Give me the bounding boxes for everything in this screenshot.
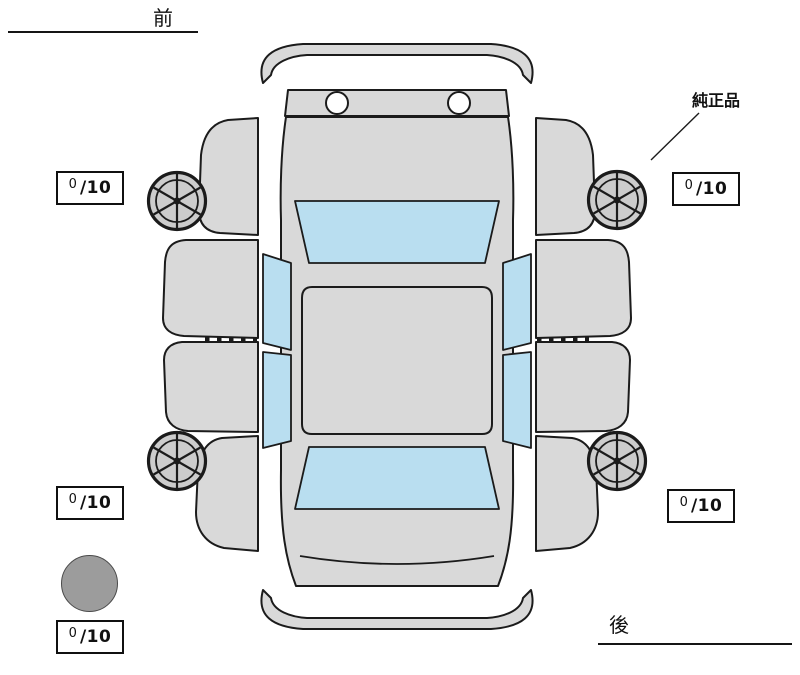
tread-max: /10 <box>79 627 112 647</box>
rear-underline <box>598 643 792 645</box>
genuine-parts-pointer-line <box>650 112 700 161</box>
tread-depth-rear-left: 0 /10 <box>56 486 124 520</box>
front-label: 前 <box>153 6 173 30</box>
cowl-circle-left <box>325 91 349 115</box>
rear-label: 後 <box>609 613 629 637</box>
rear-window-glass <box>294 446 500 510</box>
tread-depth-rear-right: 0 /10 <box>667 489 735 523</box>
tread-max: /10 <box>79 493 112 513</box>
front-underline <box>8 31 198 33</box>
front-bumper <box>260 43 534 84</box>
tread-max: /10 <box>690 496 723 516</box>
tread-max: /10 <box>695 179 728 199</box>
tread-max: /10 <box>79 178 112 198</box>
trunk-seam-line <box>299 555 495 565</box>
fender-front-left <box>198 117 259 236</box>
wheel-front-right-icon <box>586 169 648 231</box>
wheel-rear-left-icon <box>146 430 208 492</box>
tread-value: 0 <box>68 625 77 641</box>
wheel-front-left-icon <box>146 170 208 232</box>
tread-value: 0 <box>68 176 77 192</box>
door-front-left <box>162 239 259 339</box>
roof-panel <box>301 286 493 435</box>
door-rear-left <box>163 341 259 433</box>
genuine-parts-label: 純正品 <box>692 91 741 110</box>
door-window-rear-left <box>262 351 292 449</box>
tread-value: 0 <box>684 177 693 193</box>
fender-front-right <box>535 117 596 236</box>
tread-depth-front-right: 0 /10 <box>672 172 740 206</box>
tread-value: 0 <box>68 491 77 507</box>
spare-tire-icon <box>61 555 118 612</box>
door-front-right <box>535 239 632 339</box>
cowl-circle-right <box>447 91 471 115</box>
rear-bumper <box>260 589 534 630</box>
tread-depth-front-left: 0 /10 <box>56 171 124 205</box>
fender-rear-left <box>195 435 259 552</box>
tread-value: 0 <box>679 494 688 510</box>
door-rear-right <box>535 341 631 433</box>
front-cowl-panel <box>284 89 510 117</box>
door-window-rear-right <box>502 351 532 449</box>
tread-depth-spare: 0 /10 <box>56 620 124 654</box>
door-window-front-right <box>502 253 532 351</box>
fender-rear-right <box>535 435 599 552</box>
door-window-front-left <box>262 253 292 351</box>
windshield-glass <box>294 200 500 264</box>
wheel-rear-right-icon <box>586 430 648 492</box>
